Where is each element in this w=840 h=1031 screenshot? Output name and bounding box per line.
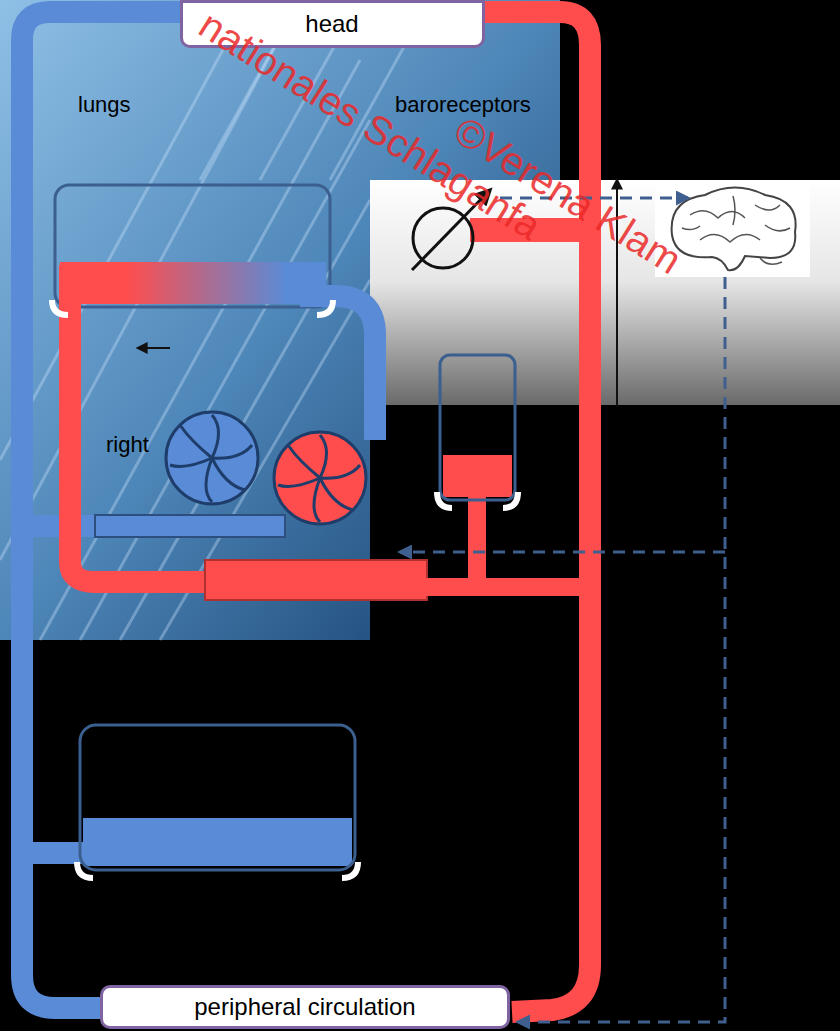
venous-reservoir bbox=[80, 725, 355, 870]
part-label: baroreceptors bbox=[395, 92, 531, 118]
left-heart-outlet bbox=[205, 560, 427, 600]
venous-blood bbox=[83, 818, 352, 866]
left-heart-pump bbox=[274, 432, 366, 524]
vessel-region-box: peripheral circulation bbox=[100, 985, 510, 1029]
arterial-blood bbox=[443, 455, 512, 497]
brain-icon bbox=[655, 185, 810, 277]
part-label: lungs bbox=[78, 92, 131, 118]
flow-arrow bbox=[138, 347, 170, 349]
control-signals bbox=[400, 198, 725, 1022]
right-heart-base bbox=[95, 515, 285, 537]
part-label: right bbox=[106, 432, 149, 458]
arterial-reservoir bbox=[440, 355, 515, 500]
venous-connection bbox=[22, 842, 84, 864]
lung-reservoir bbox=[55, 185, 330, 307]
pulmonary-vessel bbox=[300, 296, 375, 440]
right-heart-pump bbox=[166, 412, 258, 504]
reservoir-stem bbox=[468, 495, 486, 585]
aorta bbox=[425, 578, 590, 596]
region-name: head bbox=[305, 10, 358, 38]
region-name: peripheral circulation bbox=[194, 993, 415, 1021]
lung-blood bbox=[60, 262, 326, 304]
reservoir-feet bbox=[52, 300, 518, 878]
